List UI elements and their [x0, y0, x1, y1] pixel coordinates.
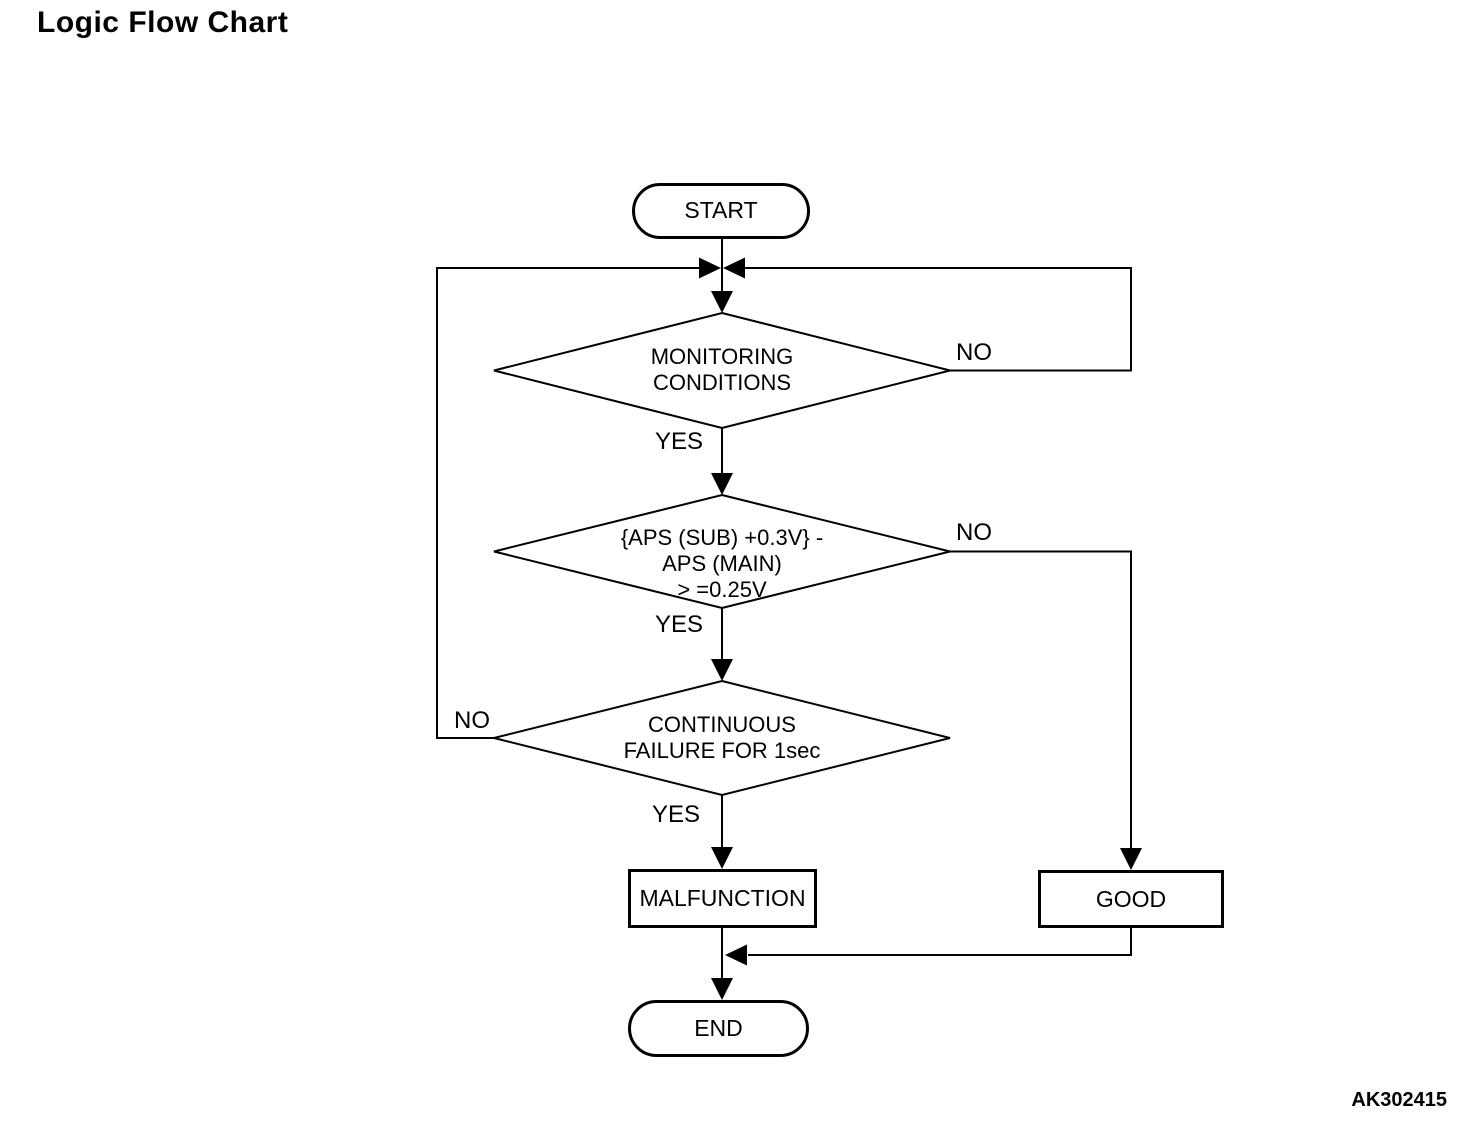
edge-label-monitoring-no: NO [956, 339, 992, 366]
good-node-label: GOOD [1095, 885, 1167, 912]
edge-label-continuous-no: NO [454, 707, 490, 734]
decision-continuous-line1: CONTINUOUS [648, 712, 796, 737]
connector-good-to-merge [748, 927, 1132, 956]
decision-monitoring-line2: CONDITIONS [652, 370, 792, 395]
arrowhead-junction-from-right [723, 257, 745, 279]
decision-continuous-label: CONTINUOUS FAILURE FOR 1sec [494, 712, 950, 764]
arrowhead-into-continuous [711, 659, 733, 681]
arrowhead-into-good [1120, 848, 1142, 870]
decision-monitoring-shape [493, 311, 951, 430]
connector-aps-no-to-good [950, 550, 1132, 853]
decision-aps-shape [493, 493, 951, 610]
arrowhead-into-malfunction [711, 847, 733, 869]
decision-continuous-shape [493, 679, 951, 797]
arrowhead-into-aps [711, 473, 733, 495]
end-node-shape [628, 1000, 809, 1057]
arrowhead-merge-from-good [725, 944, 747, 966]
edge-label-aps-yes: YES [655, 611, 704, 638]
decision-aps-label: {APS (SUB) +0.3V} - APS (MAIN) > =0.25V [494, 525, 950, 603]
end-node-label: END [694, 1015, 743, 1041]
arrowhead-into-monitoring [711, 291, 733, 313]
arrowhead-junction-from-left [699, 257, 721, 279]
edge-label-continuous-yes: YES [652, 801, 701, 828]
decision-monitoring-label: MONITORING CONDITIONS [494, 344, 950, 396]
start-node-shape [632, 183, 810, 239]
good-node-shape [1038, 870, 1224, 928]
page-title: Logic Flow Chart [37, 6, 289, 39]
decision-monitoring-line1: MONITORING [650, 344, 794, 369]
decision-aps-line1: {APS (SUB) +0.3V} - [620, 525, 824, 550]
start-node-label: START [684, 197, 758, 223]
connector-monitoring-no-loop [745, 267, 1132, 372]
malfunction-node-shape [628, 869, 817, 928]
edge-label-aps-no: NO [956, 519, 992, 546]
edge-label-monitoring-yes: YES [655, 428, 704, 455]
malfunction-node-label: MALFUNCTION [639, 885, 806, 911]
decision-continuous-line2: FAILURE FOR 1sec [623, 738, 821, 763]
decision-aps-line3: > =0.25V [677, 577, 767, 602]
decision-aps-line2: APS (MAIN) [662, 551, 782, 576]
figure-code: AK302415 [1351, 1089, 1447, 1111]
arrowhead-into-end [711, 978, 733, 1000]
connector-continuous-no-loop [436, 267, 699, 739]
